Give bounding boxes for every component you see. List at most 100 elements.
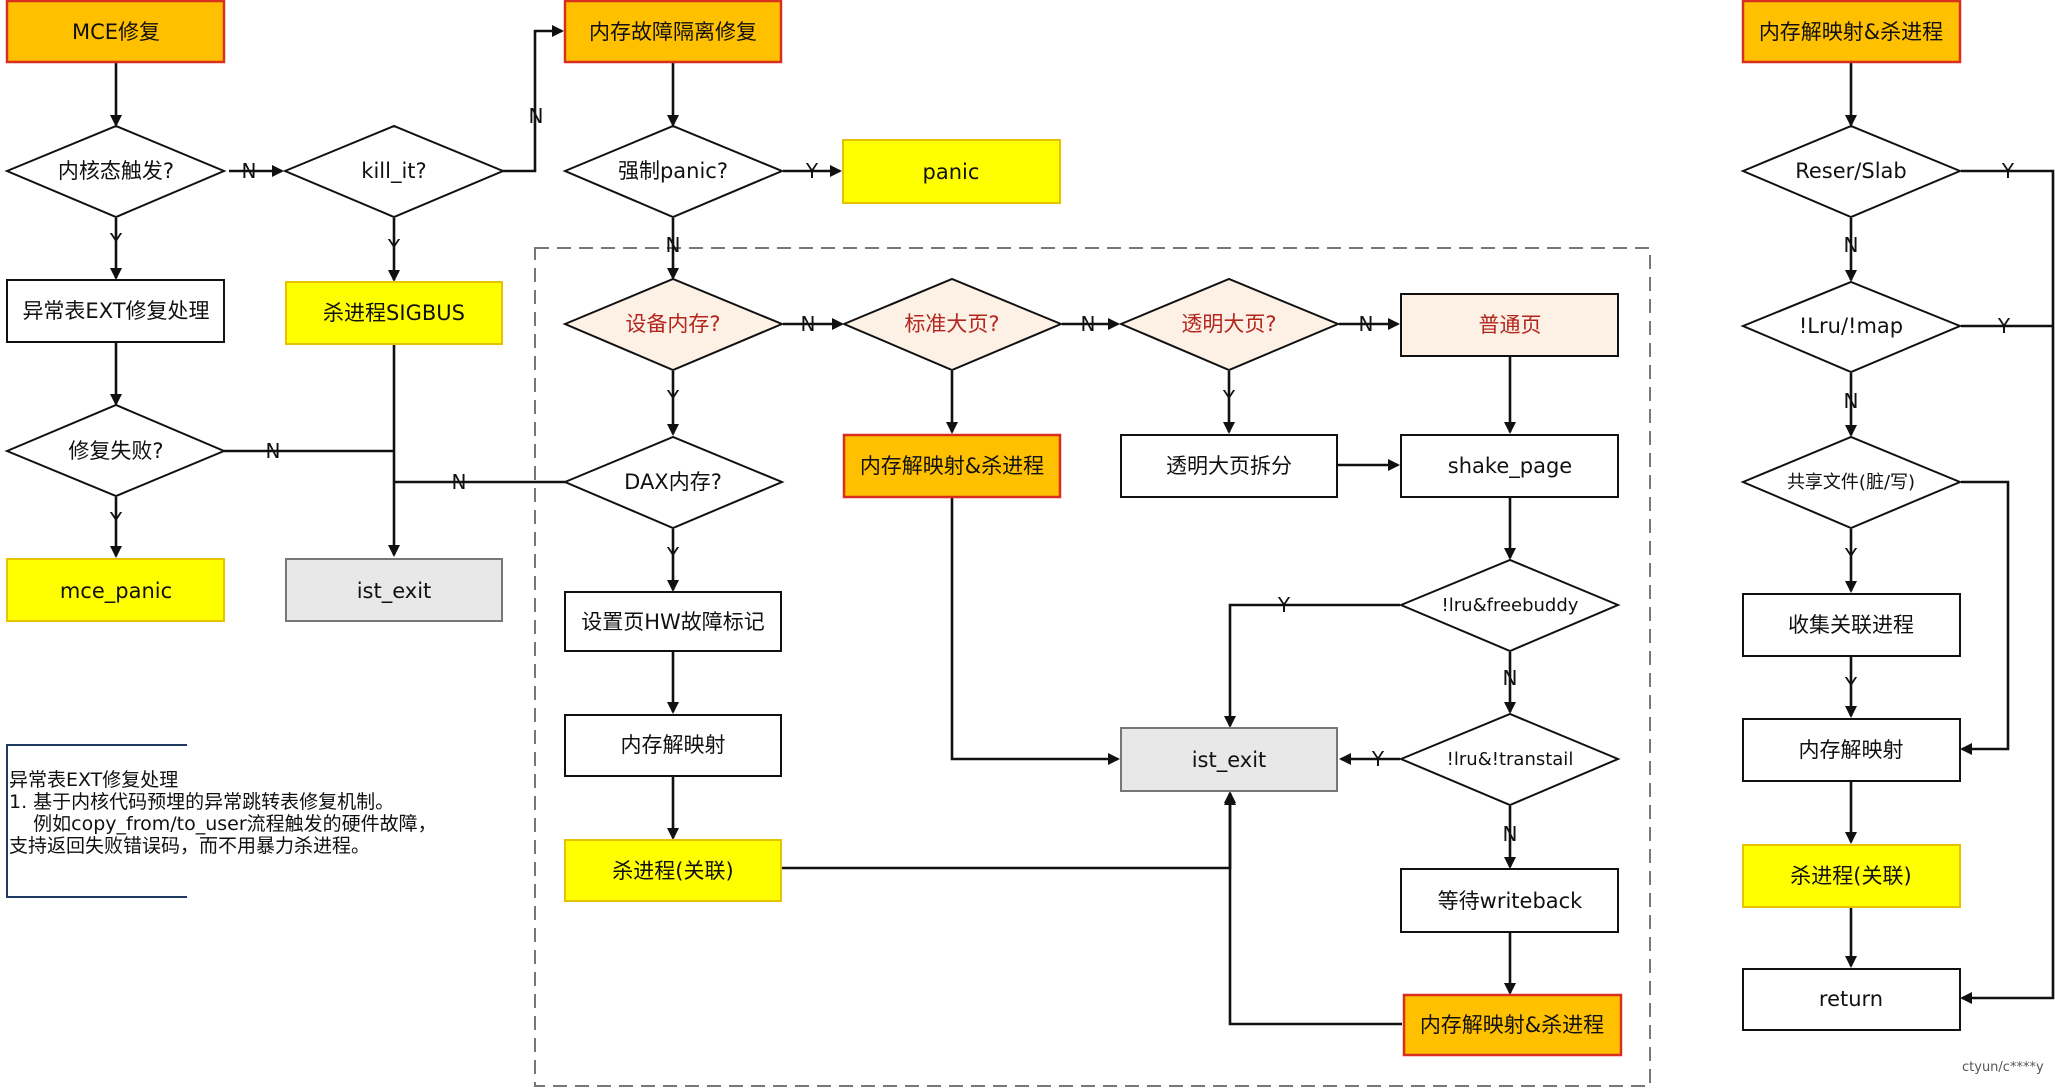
wait-writeback-label: 等待writeback [1438,889,1584,913]
label-huge-no: N [1081,312,1096,336]
unmap-right-box [1742,718,1961,782]
unmap-kill-mid-label: 内存解映射&杀进程 [860,454,1044,478]
normal-page-box [1400,293,1619,357]
label-killit-yes: Y [387,235,401,259]
mce-repair-label: MCE修复 [72,20,160,44]
mem-isolation-box [563,0,783,64]
ext-handle-label: 异常表EXT修复处理 [22,299,209,323]
wait-writeback-box [1400,868,1619,933]
huge-page-label: 标准大页? [904,312,999,336]
label-reser-no: N [1844,233,1859,257]
note-line: 支持返回失败错误码，而不用暴力杀进程。 [9,835,371,857]
kill-related-label: 杀进程(关联) [612,859,733,883]
lru-freebuddy-diamond [1398,558,1621,653]
label-kernel-yes: Y [109,229,123,253]
mem-isolation-label: 内存故障隔离修复 [589,20,757,44]
collect-procs-box [1742,593,1961,657]
unmap-right-label: 内存解映射 [1799,738,1904,762]
edge-reser-to-return [1960,169,2055,1004]
edge-shared-to-unmap [1960,480,2010,755]
label-killit-no: N [529,104,544,128]
kill-sigbus-box [285,281,503,345]
label-dax-no: N [452,470,467,494]
label-shared-yes: Y [1844,544,1858,568]
watermark: ctyun/c****y [1962,1060,2044,1075]
label-kernel-no: N [242,159,257,183]
device-mem-label: 设备内存? [625,312,720,336]
label-failed-yes: Y [109,508,123,532]
label-device-no: N [801,312,816,336]
label-lru-no: N [1844,389,1859,413]
repair-failed-label: 修复失败? [68,439,163,463]
device-mem-diamond [562,277,785,372]
edge-unmapkill-bottom-to-istexit [1224,793,1402,1026]
label-transtail-yes: Y [1371,747,1385,771]
unmap-kill-bottom-box [1402,993,1623,1057]
label-reser-yes: Y [2001,159,2015,183]
kill-related-box [564,839,782,902]
memory-isolation-region [534,247,1651,1087]
label-collect-yes: Y [1844,673,1858,697]
label-dax-yes: Y [666,543,680,567]
shake-page-box [1400,434,1619,498]
lru-map-label: !Lru/!map [1799,314,1903,338]
note-line: 1. 基于内核代码预埋的异常跳转表修复机制。 [9,791,395,813]
label-freebuddy-yes: Y [1277,593,1291,617]
kill-related-right-box [1742,844,1961,908]
thp-label: 透明大页? [1181,312,1276,336]
edge-freebuddy-to-istexit [1224,603,1400,728]
label-forcepanic-no: N [666,233,681,257]
edge-killit-to-isolation [503,25,564,173]
kernel-trigger-label: 内核态触发? [58,159,174,183]
unmap-box [564,714,782,777]
lru-map-diamond [1740,280,1963,374]
mce-panic-label: mce_panic [60,579,172,604]
huge-page-diamond [841,277,1064,372]
label-failed-no: N [266,439,281,463]
note-line: 例如copy_from/to_user流程触发的硬件故障， [9,813,437,835]
edge-kill-to-istexit [779,791,1236,870]
ext-handle-box [6,279,225,343]
nodes: MCE修复 内核态触发? kill_it? 异常表EXT修复处理 杀进程SIGB… [4,0,1963,1057]
label-device-yes: Y [666,386,680,410]
label-thp-yes: Y [1222,386,1236,410]
unmap-kill-right-box [1741,0,1962,64]
repair-failed-diamond [4,403,227,498]
edges [110,25,2055,1026]
return-label: return [1819,987,1883,1011]
force-panic-label: 强制panic? [618,159,728,183]
reser-slab-label: Reser/Slab [1795,159,1907,183]
edge-unmapkill-to-istexit [950,497,1120,765]
return-box [1742,968,1961,1031]
normal-page-label: 普通页 [1479,313,1542,337]
kill-it-diamond [282,124,506,219]
shake-page-label: shake_page [1448,454,1572,479]
label-transtail-no: N [1503,822,1518,846]
force-panic-diamond [562,124,785,219]
mce-panic-box [6,558,225,622]
dax-mem-label: DAX内存? [624,470,722,494]
collect-procs-label: 收集关联进程 [1788,613,1914,637]
lru-transtail-diamond [1398,712,1621,807]
thp-split-box [1120,434,1338,498]
lru-transtail-label: !lru&!transtail [1447,749,1574,770]
lru-freebuddy-label: !lru&freebuddy [1442,595,1579,616]
ist-exit-center-label: ist_exit [1192,748,1267,773]
label-lru-yes: Y [1997,314,2011,338]
set-hw-flag-box [564,591,782,652]
label-thp-no: N [1359,312,1374,336]
mce-repair-box [5,0,226,64]
reser-slab-diamond [1740,124,1963,219]
shared-file-label: 共享文件(脏/写) [1787,472,1915,493]
unmap-kill-mid-box [842,433,1062,499]
kill-sigbus-label: 杀进程SIGBUS [323,301,465,325]
unmap-label: 内存解映射 [621,733,726,757]
label-forcepanic-yes: Y [805,159,819,183]
ist-exit-center-box [1120,727,1338,792]
panic-box [842,139,1061,204]
note-line: 异常表EXT修复处理 [9,769,179,791]
note-bracket [6,744,187,898]
